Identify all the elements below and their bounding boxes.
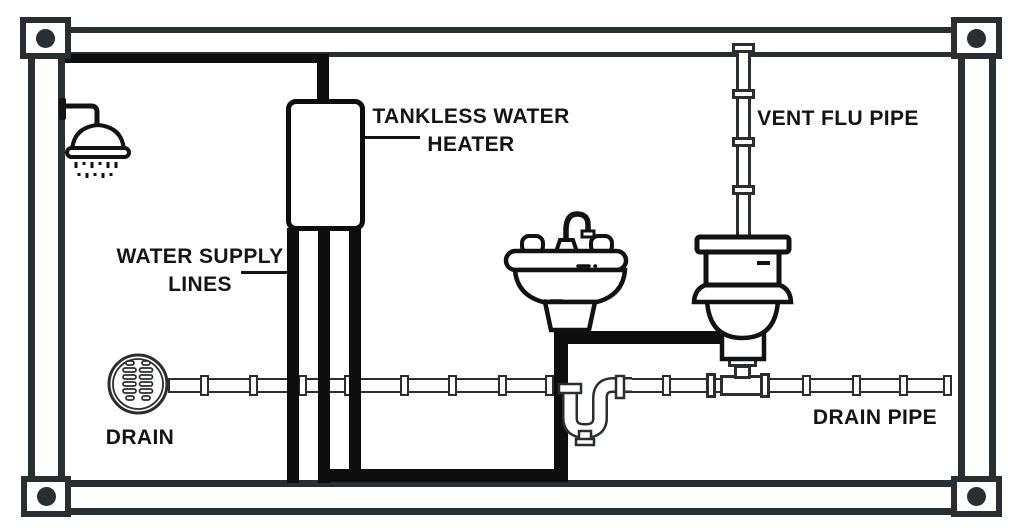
- corner-casting-bottom-right: [951, 476, 1002, 517]
- label-drain-pipe: DRAIN PIPE: [812, 406, 938, 429]
- supply-line-2: [318, 228, 330, 483]
- pipe-coupling: [298, 375, 307, 396]
- pipe-coupling: [400, 375, 409, 396]
- frame-right-post: [958, 40, 996, 490]
- shower-rim-icon: [65, 146, 131, 159]
- pipe-coupling: [662, 375, 671, 396]
- shower-head: [59, 98, 131, 178]
- frame-bottom-beam: [60, 480, 960, 515]
- faucet-tip-icon: [580, 229, 596, 239]
- corner-hole-icon: [967, 28, 986, 48]
- toilet-tank-icon: [703, 248, 782, 288]
- frame-left-post: [28, 40, 65, 490]
- toilet: [691, 234, 794, 362]
- supply-line-3: [349, 228, 361, 473]
- shower-dome-icon: [69, 122, 127, 152]
- pipe-coupling: [614, 374, 626, 400]
- corner-hole-icon: [36, 487, 56, 506]
- sink-drop-pipe: [554, 330, 568, 482]
- trap-cleanout-flange-icon: [574, 437, 596, 447]
- corner-casting-top-right: [951, 17, 1002, 59]
- sink-to-toilet-pipe: [554, 331, 724, 344]
- pipe-coupling: [852, 375, 861, 396]
- label-line: HEATER: [427, 133, 515, 156]
- shower-spray-icon: [74, 162, 118, 178]
- corner-casting-top-left: [20, 17, 71, 59]
- pipe-coupling: [899, 375, 908, 396]
- shower-wall-flange-icon: [59, 98, 66, 120]
- label-drain: DRAIN: [105, 426, 175, 449]
- vent-coupling: [732, 185, 755, 195]
- supply-pipe-ceiling-run: [65, 54, 329, 63]
- frame-top-beam: [60, 27, 960, 57]
- drain-outer-ring-icon: [107, 353, 169, 415]
- toilet-outlet-stub: [734, 365, 751, 379]
- pipe-coupling: [249, 375, 258, 396]
- pipe-coupling: [498, 375, 507, 396]
- vent-coupling: [732, 43, 755, 53]
- p-trap: [557, 374, 632, 447]
- pipe-coupling: [200, 375, 209, 396]
- pipe-coupling: [448, 375, 457, 396]
- heater-leader-line: [365, 136, 420, 139]
- pipe-coupling: [545, 375, 554, 396]
- supply-line-1: [287, 228, 299, 483]
- shower-arm-icon: [64, 103, 100, 125]
- toilet-bowl-icon: [704, 297, 781, 341]
- supply-pipe-floor-run: [322, 469, 568, 482]
- corner-casting-bottom-left: [21, 476, 71, 517]
- pipe-coupling: [760, 373, 770, 398]
- toilet-tank-lid-icon: [694, 234, 792, 255]
- pipe-coupling: [802, 375, 811, 396]
- pipe-coupling: [943, 375, 952, 396]
- faucet-spout-icon: [563, 211, 591, 251]
- drain-grate-slots-icon: [122, 360, 154, 401]
- corner-hole-icon: [967, 487, 986, 506]
- pedestal-sink: [503, 211, 629, 333]
- pipe-coupling: [706, 373, 716, 398]
- vent-coupling: [732, 89, 755, 99]
- supply-leader-line: [241, 271, 288, 274]
- tankless-water-heater: [286, 99, 365, 231]
- supply-pipe-heater-drop: [317, 54, 329, 104]
- p-trap-bore-icon: [564, 379, 632, 437]
- label-vent-flu-pipe: VENT FLU PIPE: [757, 107, 919, 130]
- label-line: LINES: [168, 273, 232, 296]
- floor-drain: [107, 353, 169, 415]
- label-line: TANKLESS WATER: [372, 105, 570, 128]
- sink-basin-icon: [512, 267, 628, 305]
- sink-pedestal-icon: [542, 299, 598, 333]
- sink-rim-icon: [503, 248, 629, 273]
- label-line: WATER SUPPLY: [116, 245, 284, 268]
- vent-coupling: [732, 137, 755, 147]
- pipe-coupling: [557, 382, 583, 395]
- drain-inner-ring-icon: [112, 358, 164, 410]
- label-water-supply-lines: WATER SUPPLY LINES: [117, 243, 284, 299]
- corner-hole-icon: [36, 28, 55, 48]
- label-tankless-water-heater: TANKLESS WATER HEATER: [372, 103, 569, 159]
